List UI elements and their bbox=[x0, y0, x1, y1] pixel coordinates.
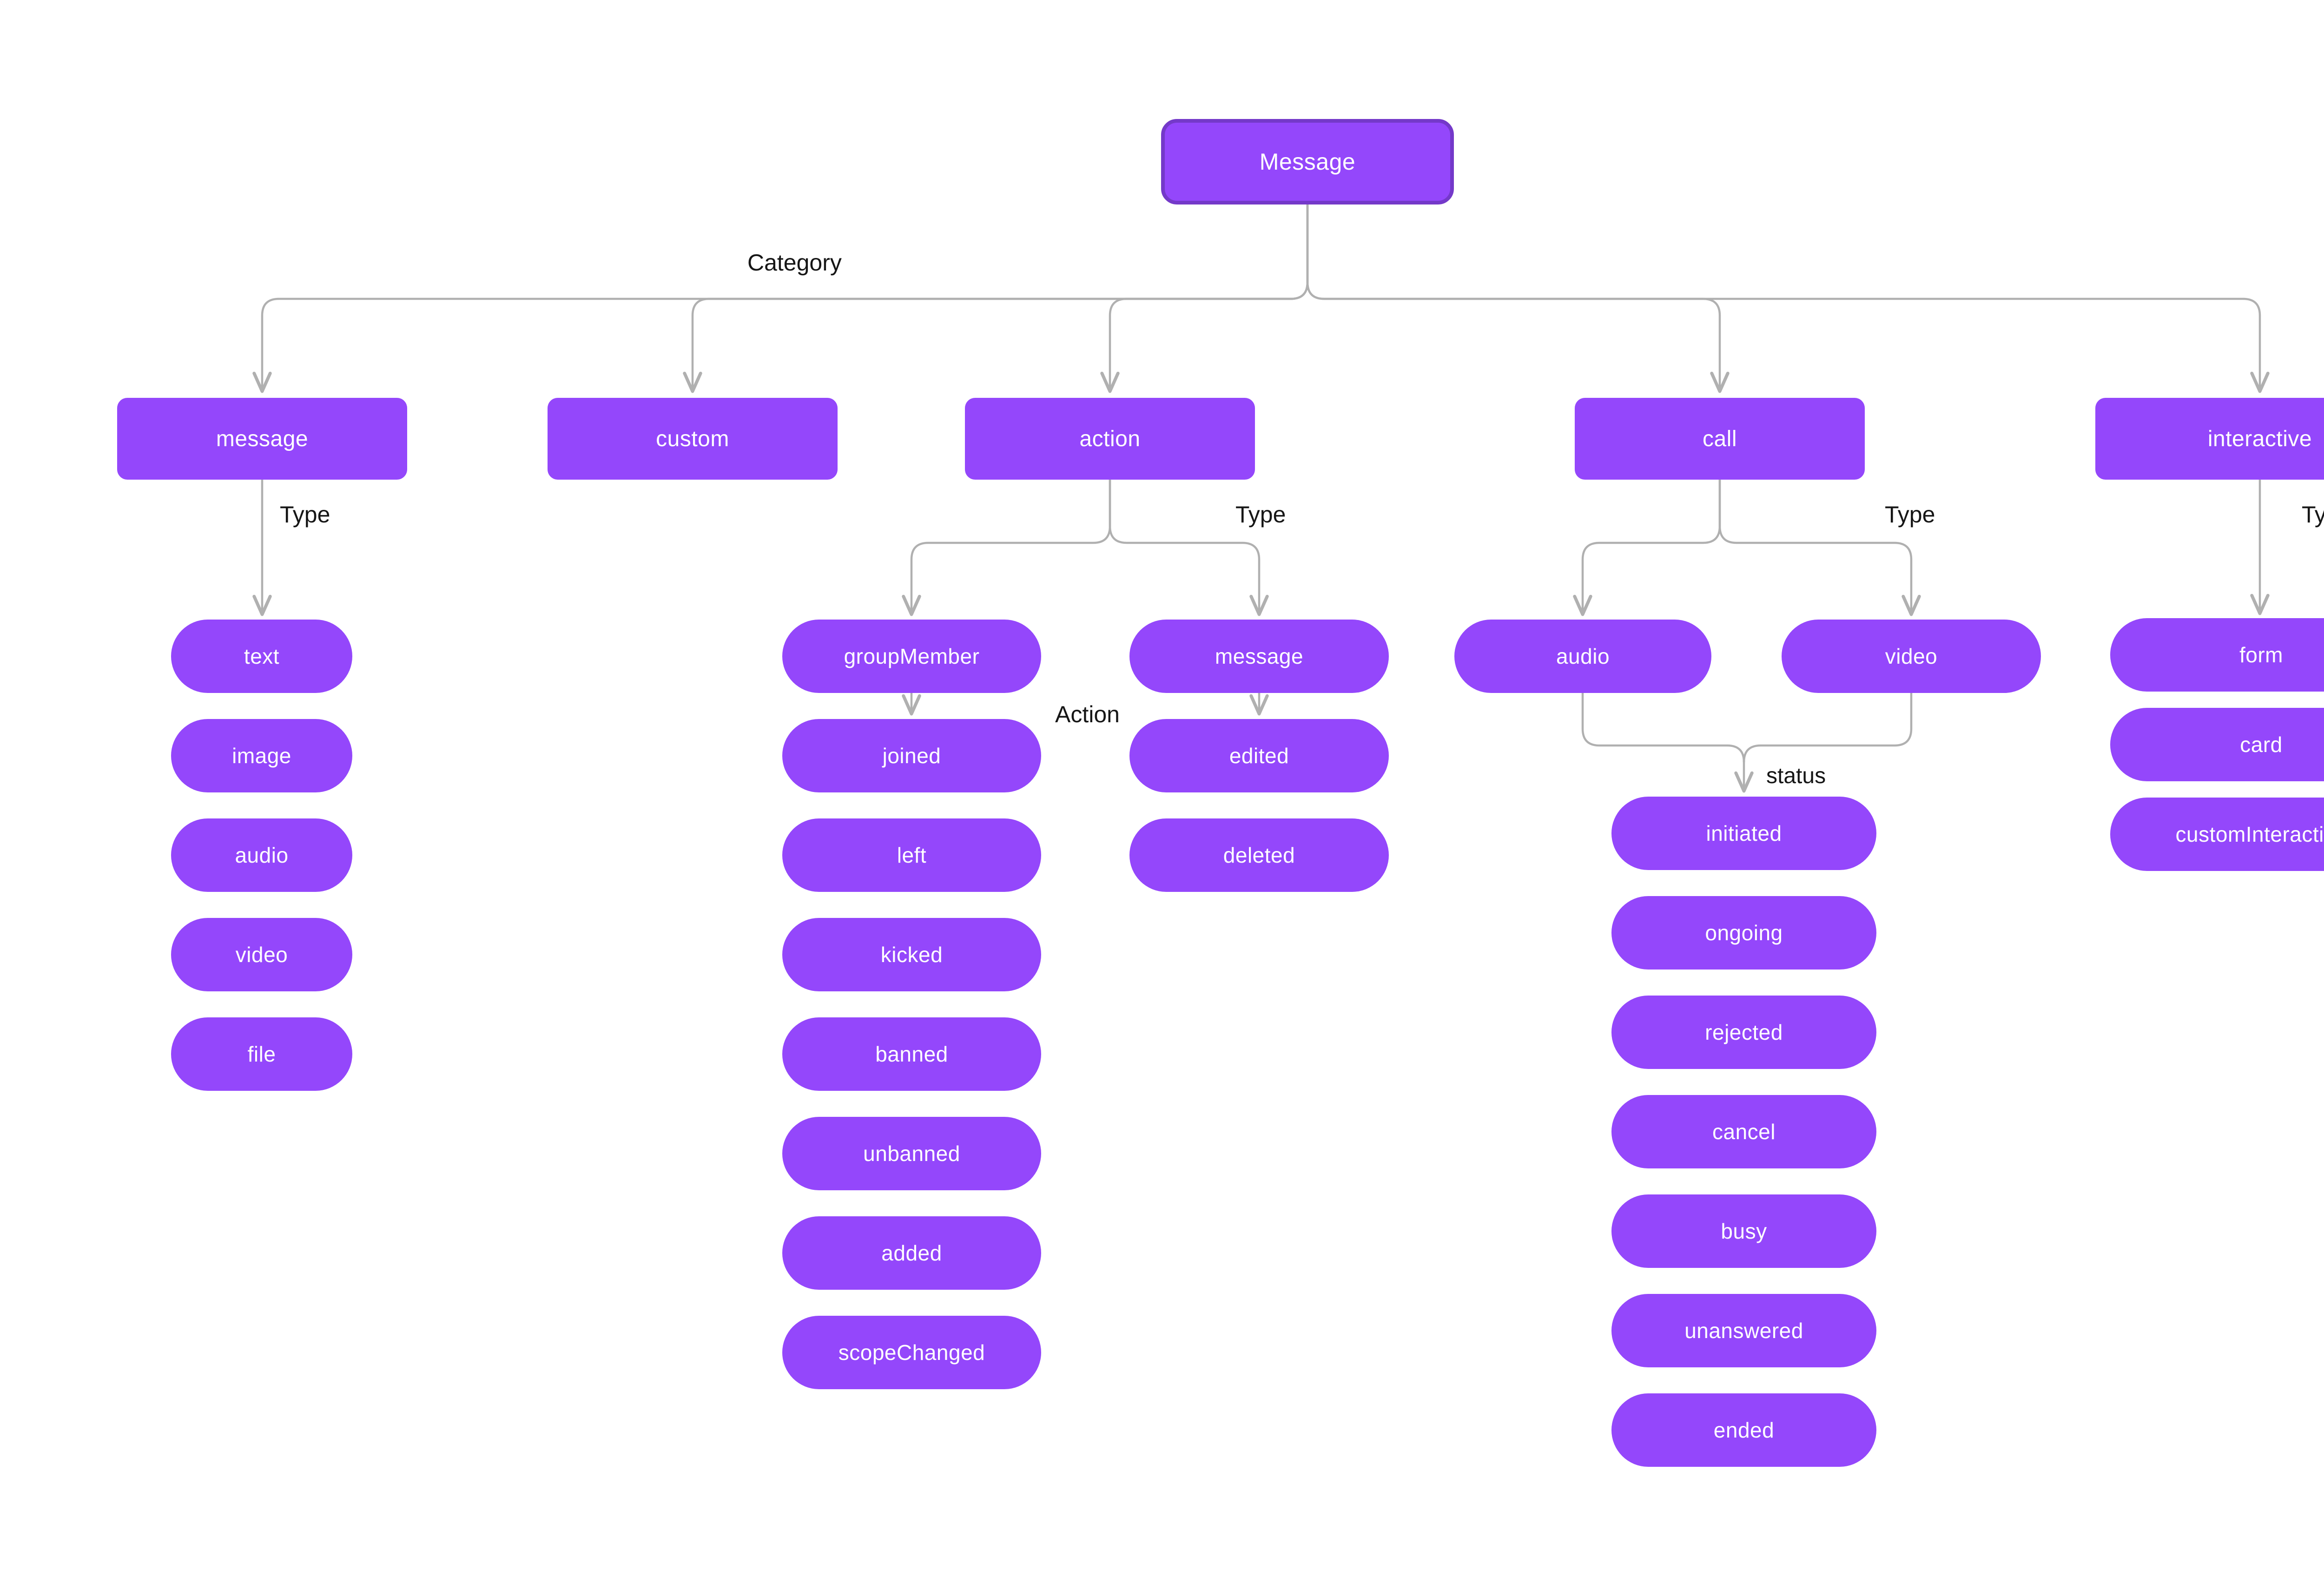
edge-audio-to-status-merge bbox=[1581, 693, 1745, 763]
node-status-ongoing: ongoing bbox=[1611, 896, 1876, 970]
edge-action-to-message bbox=[1109, 480, 1269, 616]
edge-call-to-audio bbox=[1573, 480, 1721, 616]
node-status-busy: busy bbox=[1611, 1194, 1876, 1268]
node-type-group-member: groupMember bbox=[782, 620, 1041, 693]
edge-label-action: Action bbox=[1055, 701, 1120, 727]
node-status-initiated: initiated bbox=[1611, 797, 1876, 870]
node-root-message: Message bbox=[1161, 119, 1454, 204]
node-action-deleted: deleted bbox=[1129, 818, 1389, 892]
node-type-image: image bbox=[171, 719, 352, 792]
node-type-custom-interactive: customInteractive bbox=[2110, 798, 2324, 871]
node-action-scope-changed: scopeChanged bbox=[782, 1316, 1041, 1389]
node-status-ended: ended bbox=[1611, 1393, 1876, 1467]
edge-video-to-status-merge bbox=[1743, 693, 1913, 763]
node-status-cancel: cancel bbox=[1611, 1095, 1876, 1168]
node-type-call-video: video bbox=[1782, 620, 2041, 693]
node-category-interactive: interactive bbox=[2095, 398, 2324, 480]
node-type-text: text bbox=[171, 620, 352, 693]
edge-label-type-call: Type bbox=[1885, 501, 1935, 528]
edge-root-to-action bbox=[1100, 204, 1309, 393]
node-action-banned: banned bbox=[782, 1017, 1041, 1091]
node-category-action: action bbox=[965, 398, 1255, 480]
node-type-file: file bbox=[171, 1017, 352, 1091]
node-category-message: message bbox=[117, 398, 407, 480]
node-type-audio: audio bbox=[171, 818, 352, 892]
node-action-left: left bbox=[782, 818, 1041, 892]
node-type-video: video bbox=[171, 918, 352, 991]
node-action-unbanned: unbanned bbox=[782, 1117, 1041, 1190]
edge-label-type-interactive: Type bbox=[2302, 501, 2324, 528]
node-action-kicked: kicked bbox=[782, 918, 1041, 991]
node-type-action-message: message bbox=[1129, 620, 1389, 693]
node-status-rejected: rejected bbox=[1611, 996, 1876, 1069]
edge-label-type-action: Type bbox=[1235, 501, 1286, 528]
node-action-added: added bbox=[782, 1216, 1041, 1290]
node-type-card: card bbox=[2110, 708, 2324, 781]
edge-label-type-message: Type bbox=[280, 501, 330, 528]
edge-action-to-groupmember bbox=[902, 480, 1111, 616]
node-category-call: call bbox=[1575, 398, 1865, 480]
node-action-edited: edited bbox=[1129, 719, 1389, 792]
edge-label-status: status bbox=[1766, 764, 1826, 788]
node-type-form: form bbox=[2110, 618, 2324, 692]
node-category-custom: custom bbox=[548, 398, 838, 480]
edge-label-category: Category bbox=[747, 250, 842, 276]
node-status-unanswered: unanswered bbox=[1611, 1294, 1876, 1367]
edge-call-to-video bbox=[1718, 480, 1921, 616]
node-action-joined: joined bbox=[782, 719, 1041, 792]
edge-root-to-interactive bbox=[1306, 204, 2270, 393]
node-type-call-audio: audio bbox=[1454, 620, 1711, 693]
